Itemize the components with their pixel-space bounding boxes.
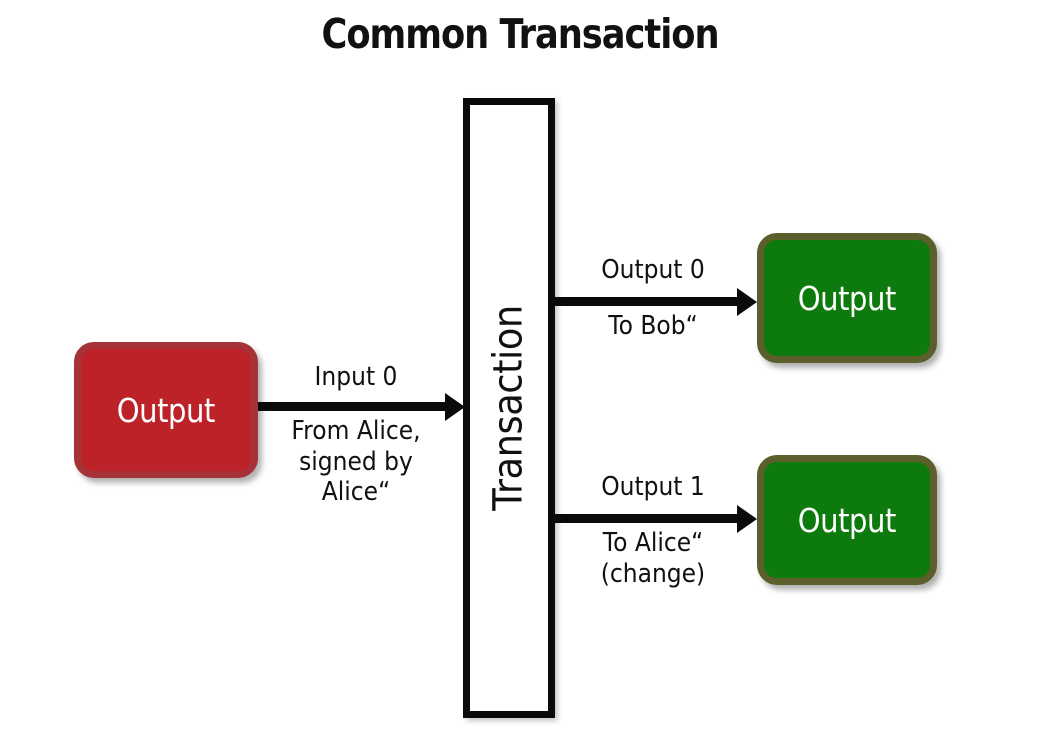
node-output-change-label: Output <box>797 500 897 540</box>
page-title: Common Transaction <box>321 10 719 58</box>
arrow-input-0 <box>258 402 446 411</box>
edge-label-output1-below-line-1: (change) <box>600 558 706 589</box>
edge-label-output0-above: Output 0 <box>553 255 753 286</box>
node-output-change[interactable]: Output <box>757 455 937 585</box>
node-output-bob-label: Output <box>797 278 897 318</box>
node-transaction-label-wrap: Transaction <box>470 105 548 711</box>
edge-label-input0-below-line-1: signed by <box>299 446 413 477</box>
edge-label-output1-below: To Alice“ (change) <box>553 528 753 589</box>
edge-label-input0-above: Input 0 <box>256 362 456 393</box>
edge-label-output0-below-line-0: To Bob“ <box>608 311 698 341</box>
arrow-output-0 <box>553 297 738 306</box>
edge-label-output1-above-line: Output 1 <box>601 472 705 502</box>
edge-label-input0-above-line: Input 0 <box>314 362 398 392</box>
node-transaction[interactable]: Transaction <box>463 98 555 718</box>
node-output-bob[interactable]: Output <box>757 233 937 363</box>
edge-label-input0-below-line-2: Alice“ <box>321 477 391 508</box>
edge-label-output0-above-line: Output 0 <box>601 255 705 285</box>
edge-label-input0-below: From Alice, signed by Alice“ <box>256 416 456 508</box>
edge-label-output0-below: To Bob“ <box>553 311 753 342</box>
node-transaction-label: Transaction <box>486 305 533 511</box>
edge-label-input0-below-line-0: From Alice, <box>291 416 421 446</box>
node-input-source[interactable]: Output <box>74 342 258 478</box>
arrow-output-1 <box>553 514 738 523</box>
edge-label-output1-below-line-0: To Alice“ <box>602 528 704 558</box>
node-input-source-label: Output <box>116 390 216 430</box>
edge-label-output1-above: Output 1 <box>553 472 753 503</box>
